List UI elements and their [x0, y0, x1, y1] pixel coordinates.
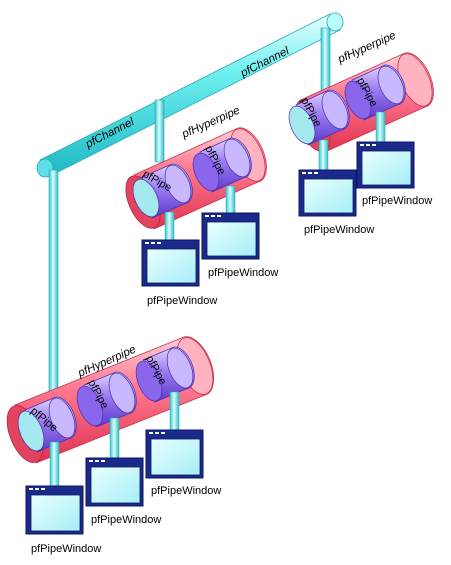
channel-drop-mid [154, 99, 165, 163]
pfchannel-bar [36, 12, 344, 178]
stem-bot-3 [169, 391, 180, 433]
pipe-bot-2 [76, 371, 137, 428]
stem-bot-2 [109, 417, 120, 461]
window-bot-3-icon [145, 429, 204, 479]
pipe-bot-3 [135, 346, 195, 403]
window-label-right-1: pfPipeWindow [304, 224, 374, 236]
window-mid-1-icon [141, 239, 200, 287]
stem-mid-2 [225, 185, 236, 217]
window-label-mid-2: pfPipeWindow [208, 267, 278, 279]
pipe-mid-1 [132, 163, 193, 219]
window-right-1-icon [298, 169, 357, 217]
window-label-bot-2: pfPipeWindow [91, 514, 161, 526]
pipe-mid-2 [192, 137, 252, 193]
pipe-bot-1 [17, 396, 77, 453]
window-mid-2-icon [201, 212, 260, 260]
stem-bot-1 [49, 441, 60, 489]
window-label-right-2: pfPipeWindow [362, 195, 432, 207]
window-label-bot-1: pfPipeWindow [31, 543, 101, 555]
channel-drop-right [320, 27, 331, 91]
window-bot-1-icon [25, 485, 84, 535]
window-bot-2-icon [85, 457, 144, 507]
window-label-mid-1: pfPipeWindow [147, 295, 217, 307]
stem-right-2 [375, 111, 386, 145]
channel-drop-left [48, 169, 59, 411]
window-right-2-icon [356, 141, 415, 189]
pipe-right-2 [344, 64, 406, 121]
window-label-bot-3: pfPipeWindow [151, 485, 221, 497]
pipe-right-1 [288, 89, 350, 146]
